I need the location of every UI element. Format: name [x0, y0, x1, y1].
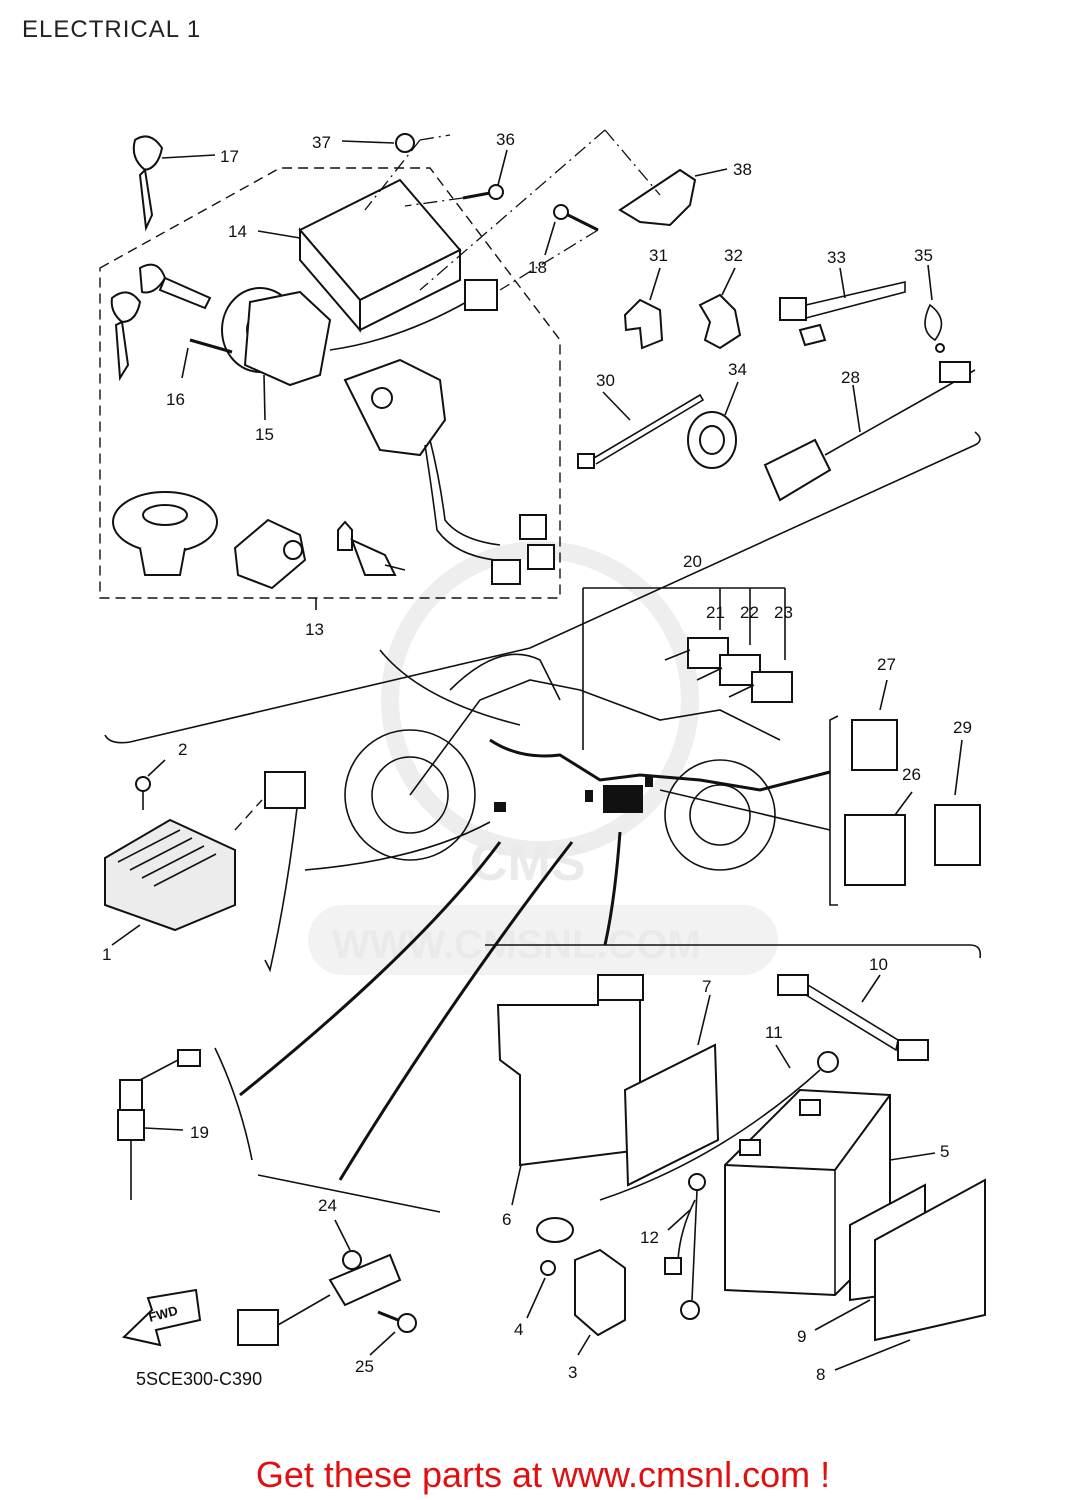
callout-15: 15	[255, 425, 274, 444]
callout-labels: 1 2 3 4 5 6 7 8 9 10 11 12 13 14 15 16 1…	[102, 130, 972, 1384]
ground-lead-part-12	[664, 1173, 706, 1320]
main-switch-assembly	[110, 263, 498, 421]
cable-tie-part-30	[577, 391, 705, 469]
fuel-lock-assembly	[343, 358, 555, 585]
leader-lines	[214, 649, 831, 1213]
key-part-17	[132, 135, 216, 232]
callout-5: 5	[940, 1142, 949, 1161]
callout-29: 29	[953, 718, 972, 737]
diagram-code: 5SCE300-C390	[136, 1369, 262, 1389]
ecu-unit	[257, 178, 462, 333]
callout-3: 3	[568, 1363, 577, 1382]
callout-13: 13	[305, 620, 324, 639]
band-part-33	[779, 267, 906, 347]
battery-part-5	[724, 1088, 936, 1297]
callout-18: 18	[528, 258, 547, 277]
footer-link[interactable]: Get these parts at www.cmsnl.com !	[255, 1454, 831, 1495]
separator-lower	[485, 944, 982, 959]
callout-12: 12	[640, 1228, 659, 1247]
cover-plate-part-7	[623, 994, 720, 1187]
strap-part-10	[777, 974, 929, 1061]
starter-relay-part-3	[526, 1248, 626, 1356]
clamp-part-32	[698, 267, 742, 350]
ignition-kit-group	[99, 167, 561, 610]
rectifier-part-28	[763, 361, 976, 502]
callout-33: 33	[827, 248, 846, 267]
callout-27: 27	[877, 655, 896, 674]
neutral-switch-part-24	[237, 1219, 417, 1356]
regulator-part-1	[104, 759, 306, 946]
motorcycle-outline	[344, 653, 831, 871]
callout-11: 11	[765, 1023, 783, 1042]
callout-4: 4	[514, 1320, 523, 1339]
callout-23: 23	[774, 603, 793, 622]
callout-9: 9	[797, 1327, 806, 1346]
bolt-part-18	[499, 204, 599, 291]
relay-parts	[829, 679, 981, 906]
callout-28: 28	[841, 368, 860, 387]
callout-7: 7	[702, 977, 711, 996]
callout-20: 20	[683, 552, 702, 571]
fwd-arrow-icon: FWD	[121, 1288, 202, 1347]
sensor-part	[337, 520, 406, 576]
battery-box-part-6	[496, 974, 644, 1206]
callout-34: 34	[728, 360, 747, 379]
callout-21: 21	[706, 603, 725, 622]
watermark-logo: CMS	[470, 834, 586, 892]
clamp-part-31	[623, 267, 664, 350]
battery-plates-parts-8-9	[814, 1178, 986, 1371]
callout-32: 32	[724, 246, 743, 265]
callout-38: 38	[733, 160, 752, 179]
callout-36: 36	[496, 130, 515, 149]
callout-16: 16	[166, 390, 185, 409]
callout-8: 8	[816, 1365, 825, 1384]
separator-upper	[104, 431, 981, 744]
seat-lock-part	[233, 518, 307, 590]
cover-part	[419, 129, 728, 291]
clip-part-35	[924, 264, 945, 353]
callout-1: 1	[102, 945, 111, 964]
nut-part	[341, 133, 451, 211]
battery-lead-part-11	[536, 1044, 839, 1243]
callout-2: 2	[178, 740, 187, 759]
callout-24: 24	[318, 1196, 337, 1215]
temp-sensor-part-19	[117, 1049, 201, 1200]
holder-part-34	[687, 381, 739, 469]
callout-25: 25	[355, 1357, 374, 1376]
screw-part	[404, 149, 508, 207]
callout-10: 10	[869, 955, 888, 974]
fuel-cap-part	[112, 491, 218, 576]
callout-26: 26	[902, 765, 921, 784]
callout-37: 37	[312, 133, 331, 152]
callout-31: 31	[649, 246, 668, 265]
fwd-label: FWD	[147, 1303, 179, 1325]
page-title: ELECTRICAL 1	[22, 16, 202, 43]
callout-14: 14	[228, 222, 247, 241]
fuse-group	[582, 587, 793, 750]
callout-19: 19	[190, 1123, 209, 1142]
callout-6: 6	[502, 1210, 511, 1229]
callout-35: 35	[914, 246, 933, 265]
callout-17: 17	[220, 147, 239, 166]
callout-22: 22	[740, 603, 759, 622]
callout-30: 30	[596, 371, 615, 390]
